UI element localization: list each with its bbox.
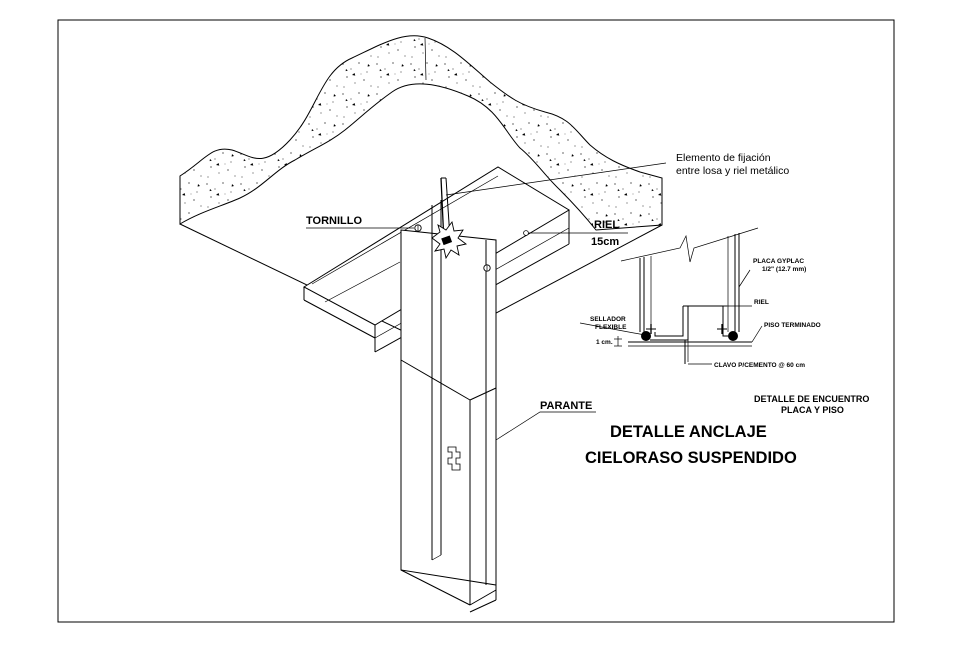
steel-stud: [400, 200, 497, 613]
fixing-element-label-line1: Elemento de fijación: [676, 152, 771, 164]
sellador-leader: [579, 322, 646, 336]
piso-leader: [751, 325, 763, 343]
title-line2: CIELORASO SUSPENDIDO: [585, 449, 797, 467]
riel-size-label: 15cm: [591, 236, 619, 248]
piso-terminado-label: PISO TERMINADO: [764, 322, 821, 329]
sellador-label-line2: FLEXIBLE: [595, 324, 627, 331]
tornillo-label: TORNILLO: [306, 215, 362, 227]
screws: [414, 224, 529, 272]
parante-label: PARANTE: [540, 400, 592, 412]
fixing-element: [431, 162, 667, 260]
floor-junction-detail: [614, 227, 759, 364]
placa-label-line2: 1/2" (12.7 mm): [762, 266, 806, 273]
sheet-border: [57, 19, 895, 623]
floor-detail-caption-line1: DETALLE DE ENCUENTRO: [754, 394, 869, 404]
floor-detail-caption-line2: PLACA Y PISO: [781, 405, 844, 415]
placa-label-line1: PLACA GYPLAC: [753, 258, 804, 265]
parante-leader: [495, 411, 596, 441]
slab-section-hatch: [179, 35, 663, 231]
placa-leader: [738, 269, 751, 288]
clavo-label: CLAVO P/CEMENTO @ 60 cm: [714, 362, 805, 369]
fixing-element-label-line2: entre losa y riel metálico: [676, 165, 789, 177]
detail-riel-label: RIEL: [754, 299, 769, 306]
title-line1: DETALLE ANCLAJE: [610, 423, 767, 441]
sellador-label-line1: SELLADOR: [590, 316, 626, 323]
slab-break-line: [424, 37, 427, 81]
dim-1cm-label: 1 cm.: [596, 339, 613, 346]
riel-label: RIEL: [594, 219, 619, 231]
stud-knockout: [447, 446, 461, 471]
